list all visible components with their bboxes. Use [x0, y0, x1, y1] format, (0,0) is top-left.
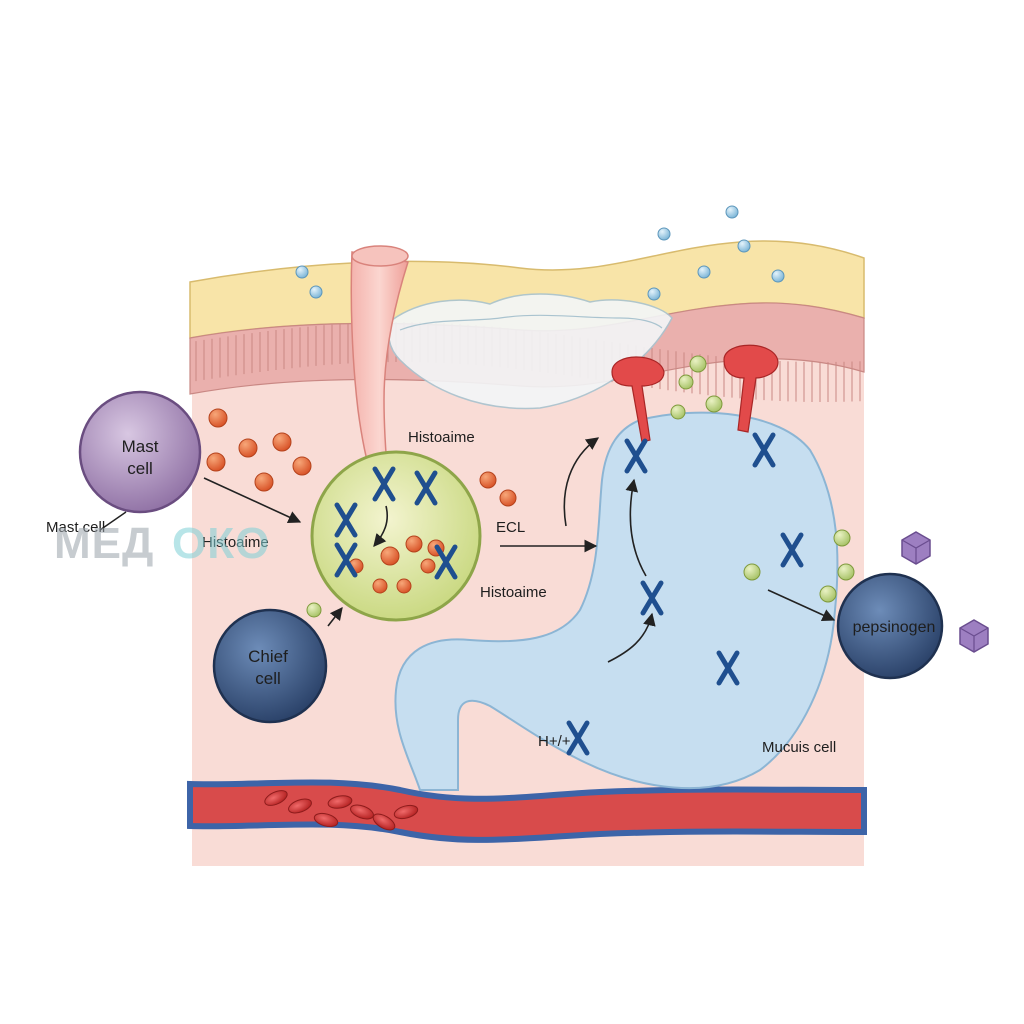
red-blood-cell [327, 795, 353, 809]
histamine-granule [206, 452, 226, 472]
red-blood-cell [372, 813, 396, 831]
blue-droplet [697, 265, 711, 279]
histamine-granule [238, 438, 258, 458]
blood-vessel-outer [187, 779, 867, 843]
blue-droplet [657, 227, 671, 241]
green-granule [705, 395, 723, 413]
green-granule [670, 404, 686, 420]
red-blood-cells [264, 790, 419, 831]
mast-cell-label-line1: Mast [122, 437, 159, 456]
proton-pump-x-icon [780, 532, 804, 568]
blue-droplet [295, 265, 309, 279]
red-blood-cell [313, 812, 339, 828]
chief-cell [212, 608, 328, 724]
green-granule [678, 374, 694, 390]
histamine-granule [405, 535, 423, 553]
label-histamine-right: Histoaime [480, 584, 547, 601]
capillary-tube-opening [351, 245, 409, 267]
proton-pump-x-icon [372, 466, 396, 502]
arrow-mast-to-ecl [203, 477, 302, 524]
histamine-granule [479, 471, 497, 489]
proton-pump-x-icon [716, 650, 740, 686]
green-granule [306, 602, 322, 618]
mast-cell-label-line2: cell [127, 459, 153, 478]
mucus-gel-cloud [387, 293, 673, 410]
chief-cell-label-line1: Chief [248, 647, 288, 666]
proton-pump-x-icon [566, 720, 590, 756]
flow-arrows [203, 437, 836, 663]
watermark-text-b: ОКО [172, 519, 270, 568]
parietal-cell [394, 411, 839, 791]
histamine-granule [380, 546, 400, 566]
label-ecl: ECL [496, 519, 525, 536]
blue-droplet [737, 239, 751, 253]
histamine-granule [396, 578, 412, 594]
pepsinogen-label: pepsinogen [853, 619, 936, 636]
histamine-granule [420, 558, 436, 574]
arrow-inside-parietal-1 [607, 612, 656, 663]
blue-droplet [309, 285, 323, 299]
histamine-granule [372, 578, 388, 594]
label-hplus: H+/+ [538, 733, 571, 750]
green-granule [743, 563, 761, 581]
mucus-gel-inner [399, 314, 663, 331]
proton-pump-x-icon [334, 542, 358, 578]
green-secretory-granules [306, 355, 855, 618]
histamine-granule [272, 432, 292, 452]
proton-pump-x-icon [752, 432, 776, 468]
receptor-icon [611, 356, 665, 443]
proton-pump-markers [334, 432, 804, 756]
watermark-logo: МЕД ОКО [54, 519, 270, 568]
label-histamine-left: Histoaime [202, 534, 269, 551]
mast-cell-pointer-line [99, 511, 127, 531]
arrow-upward-curve [563, 437, 600, 527]
histamine-granule [208, 408, 228, 428]
arrow-to-pepsinogen [767, 589, 836, 622]
receptor-icon [723, 344, 779, 433]
label-histamine-top: Histoaime [408, 429, 475, 446]
histamine-granule [292, 456, 312, 476]
chief-cell-label-line2: cell [255, 669, 281, 688]
red-blood-cell [288, 798, 312, 814]
green-granule [837, 563, 855, 581]
label-mucus-cell: Mucuis cell [762, 739, 836, 756]
proton-pump-x-icon [334, 502, 358, 538]
blue-droplet [725, 205, 739, 219]
green-granule [819, 585, 837, 603]
red-blood-cell [393, 804, 419, 820]
green-granule [689, 355, 707, 373]
arrow-inside-parietal-2 [625, 478, 647, 577]
arrow-chief-to-ecl [327, 606, 343, 627]
label-mast-cell-side: Mast cell [46, 519, 105, 536]
pepsinogen-cube-icon [959, 619, 989, 653]
proton-pump-x-icon [434, 544, 458, 580]
proton-pump-x-icon [414, 470, 438, 506]
watermark-text-a: МЕД [54, 519, 154, 568]
histamine-granule [254, 472, 274, 492]
green-granule [833, 529, 851, 547]
pepsinogen-cell [836, 572, 944, 680]
blue-droplet [647, 287, 661, 301]
mast-cell [78, 390, 202, 514]
blue-droplet [771, 269, 785, 283]
pepsinogen-cube-icon [901, 531, 931, 565]
red-blood-cell [264, 790, 288, 806]
proton-pump-x-icon [640, 580, 664, 616]
blue-secretion-droplets [295, 205, 785, 301]
histamine-granule [499, 489, 517, 507]
arrow-ecl-inner [373, 505, 389, 547]
proton-pump-x-icon [624, 438, 648, 474]
